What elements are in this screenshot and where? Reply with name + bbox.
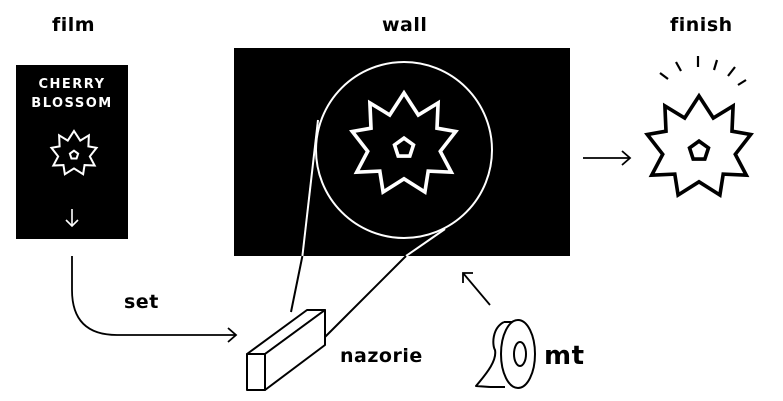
nazorie-stick-icon: [246, 309, 326, 391]
nazorie-label: nazorie: [340, 345, 423, 367]
wall-projection-circle: [315, 61, 493, 239]
mt-label: mt: [544, 341, 585, 371]
film-title-line2: BLOSSOM: [31, 96, 113, 111]
sparkle-icon: [659, 56, 747, 86]
film-label: film: [52, 14, 96, 36]
mt-arrow: [462, 272, 491, 306]
set-label: set: [124, 291, 159, 313]
finish-label: finish: [670, 14, 733, 36]
finish-arrow: [583, 150, 632, 166]
wall-label: wall: [382, 14, 428, 36]
set-arrow: [71, 256, 238, 343]
wall-panel: [234, 48, 570, 256]
film-title-line1: CHERRY: [38, 77, 106, 92]
finish-flower-icon: [645, 94, 753, 197]
projection-beam: [290, 119, 446, 338]
arrow-down-icon: [65, 209, 79, 228]
tape-icon: [475, 319, 536, 389]
